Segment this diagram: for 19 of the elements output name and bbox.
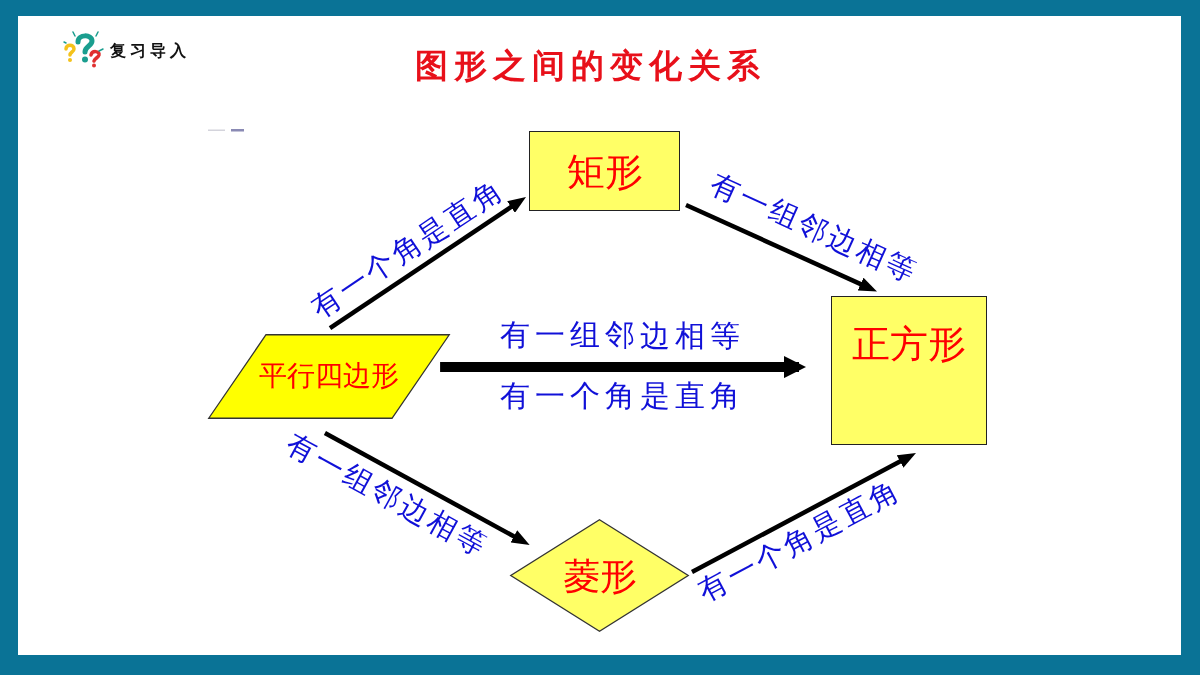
edge-label: 有一组邻边相等 [705, 168, 923, 290]
rhombus-shape [510, 519, 689, 632]
node-label: 正方形 [852, 322, 966, 367]
arrow [328, 197, 526, 330]
arrow [440, 356, 806, 379]
parallelogram-shape [208, 334, 450, 419]
arrow [685, 202, 877, 292]
edge-label: 有一组邻边相等 [281, 427, 494, 564]
node-label: 矩形 [566, 151, 643, 195]
rectangle-shape [529, 131, 680, 211]
arrow [323, 431, 530, 545]
node-label: 菱形 [562, 556, 637, 599]
node-label: 平行四边形 [259, 360, 399, 393]
title: 图形之间的变化关系 [414, 47, 766, 85]
rectangle-shape [831, 296, 987, 445]
section-heading: 复习导入 [110, 41, 190, 61]
condition-label: 有一个角是直角 [499, 378, 745, 412]
arrow [690, 453, 916, 575]
edge-label: 有一个角是直角 [693, 474, 907, 608]
